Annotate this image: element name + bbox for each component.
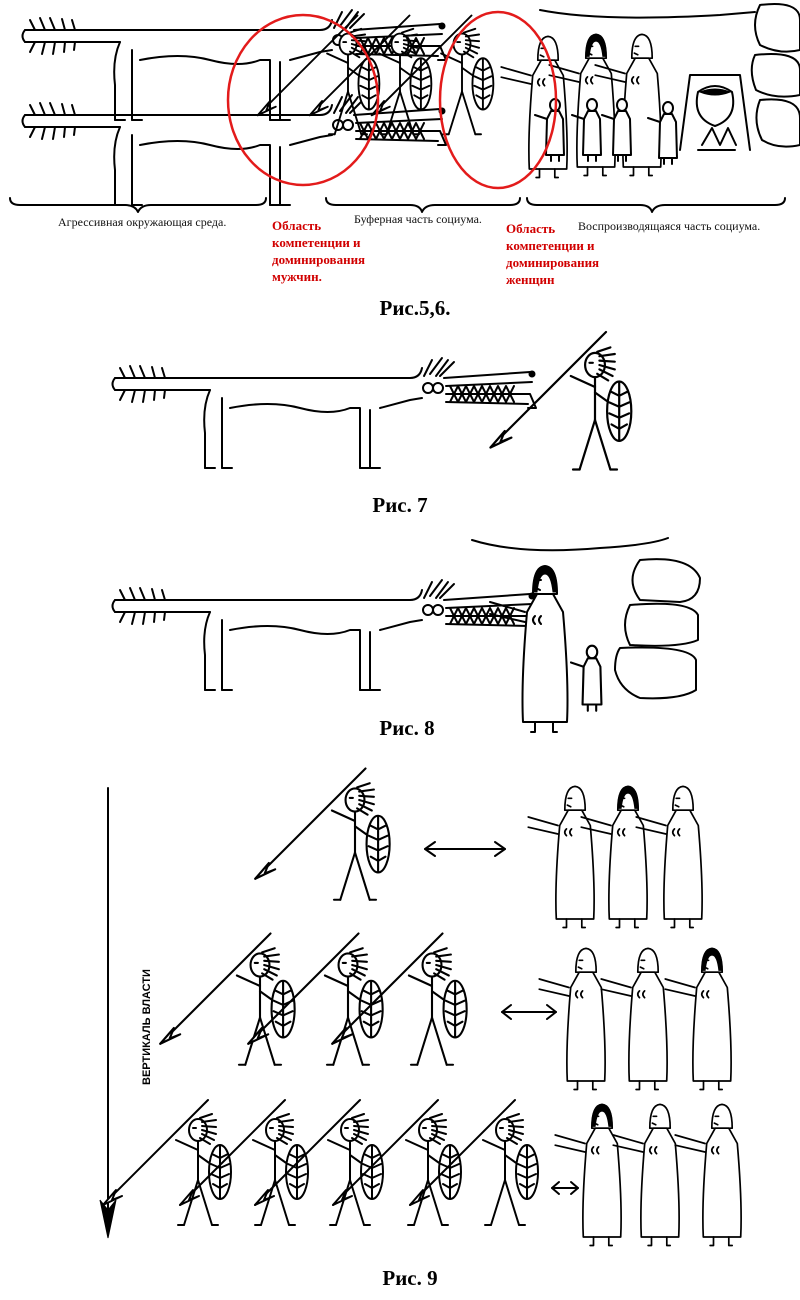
brace-buffer (325, 197, 521, 213)
woman-r3-1 (555, 1104, 621, 1245)
label-environment: Агрессивная окружающая среда. (58, 215, 227, 229)
label-buffer: Буферная часть социума. (354, 212, 482, 226)
woman-r1-1 (527, 785, 595, 929)
warrior-top-1 (256, 14, 381, 136)
woman-fig8 (490, 566, 568, 732)
caption-fig8: Рис. 8 (379, 716, 435, 740)
woman-r2-2 (600, 947, 668, 1091)
brace-reproducing (526, 197, 786, 213)
caption-fig9: Рис. 9 (382, 1266, 438, 1290)
double-arrow-r3 (551, 1181, 579, 1195)
axis-label-power-vertical: ВЕРТИКАЛЬ ВЛАСТИ (141, 969, 153, 1085)
warrior-r2-3 (331, 932, 468, 1066)
stone-wall-fig8 (471, 537, 701, 700)
label-men-area: Область компетенции и доминирования мужч… (272, 218, 366, 284)
warrior-top-3 (370, 14, 495, 136)
warrior-r3-1 (102, 1099, 232, 1226)
scene-top (9, 3, 800, 213)
power-vertical-arrow (99, 787, 117, 1239)
caption-fig5-6: Рис.5,6. (379, 296, 451, 320)
double-arrow-r1 (424, 841, 506, 857)
warrior-r2-1 (159, 932, 296, 1066)
label-women-area: Область компетенции и доминирования женщ… (506, 221, 600, 287)
beast-fig7 (111, 357, 537, 469)
scene-fig7 (111, 330, 633, 471)
stone-wall-top (539, 3, 800, 148)
scene-fig8 (111, 537, 701, 732)
label-reproducing: Воспроизводящаяся часть социума. (578, 219, 761, 233)
warrior-fig7 (489, 330, 633, 471)
child-fig8 (569, 644, 603, 712)
woman-r3-2 (612, 1103, 680, 1247)
woman-r3-3 (674, 1103, 742, 1247)
caption-fig7: Рис. 7 (372, 493, 428, 517)
women-area-circle (438, 10, 558, 190)
cauldron-icon (679, 74, 751, 151)
beast-fig8 (111, 579, 537, 691)
woman-r2-1 (538, 947, 606, 1091)
woman-r2-3 (665, 948, 731, 1089)
double-arrow-r2 (501, 1004, 557, 1020)
men-area-circle (226, 13, 380, 187)
scene-fig9 (99, 767, 742, 1247)
beast-lower (21, 94, 447, 206)
warrior-r1-1 (254, 767, 391, 901)
brace-environment (9, 197, 267, 213)
